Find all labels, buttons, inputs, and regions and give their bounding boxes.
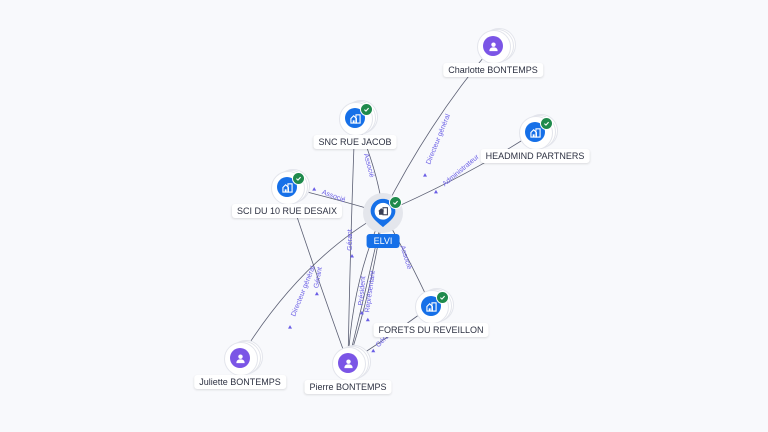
- edge-label: Directeur général: [425, 113, 452, 166]
- edge-direction-arrow: [350, 254, 354, 258]
- edge-label: Président: [358, 276, 368, 306]
- edge-label: Associé: [362, 153, 375, 179]
- building-icon: [378, 207, 388, 216]
- node-label: SNC RUE JACOB: [313, 135, 397, 149]
- edge-direction-arrow: [314, 291, 319, 296]
- building-icon: [421, 296, 441, 316]
- person-icon: [338, 353, 358, 373]
- person-icon: [230, 348, 250, 368]
- building-icon: [349, 113, 361, 124]
- person-icon: [488, 41, 498, 51]
- edge-label: Associé: [321, 189, 347, 204]
- building-icon: [425, 301, 437, 312]
- edge-label: Associé: [398, 245, 412, 271]
- main-node-label: ELVI: [366, 234, 400, 248]
- building-icon: [525, 122, 545, 142]
- verified-check-icon: [389, 196, 402, 209]
- node-label: Charlotte BONTEMPS: [443, 63, 543, 77]
- node-halo: [332, 347, 366, 381]
- person-icon: [235, 353, 245, 363]
- edge-direction-arrow: [359, 310, 364, 315]
- edge-label: Gérant: [313, 267, 324, 289]
- building-icon: [345, 108, 365, 128]
- edge-label: Directeur général: [290, 265, 317, 318]
- edge-direction-arrow: [365, 317, 370, 322]
- edge-direction-arrow: [433, 189, 438, 194]
- node-label: HEADMIND PARTNERS: [480, 149, 590, 163]
- relationship-edge[interactable]: [382, 131, 536, 214]
- verified-check-icon: [436, 291, 449, 304]
- edge-direction-arrow: [312, 187, 317, 191]
- node-label: FORETS DU REVEILLON: [373, 323, 489, 337]
- edge-label: Administrateur: [441, 153, 481, 188]
- person-icon: [483, 36, 503, 56]
- edge-direction-arrow: [288, 325, 293, 329]
- relationship-edge[interactable]: [347, 117, 356, 364]
- node-label: SCI DU 10 RUE DESAIX: [231, 204, 343, 218]
- verified-check-icon: [360, 103, 373, 116]
- edge-direction-arrow: [423, 173, 428, 177]
- verified-check-icon: [540, 117, 553, 130]
- edge-direction-arrow: [371, 348, 376, 353]
- relationship-edge[interactable]: [239, 212, 384, 359]
- person-icon: [343, 358, 353, 368]
- edge-label: Gérant: [347, 229, 354, 250]
- node-label: Juliette BONTEMPS: [194, 375, 286, 389]
- verified-check-icon: [292, 172, 305, 185]
- building-icon: [277, 177, 297, 197]
- building-icon: [281, 182, 293, 193]
- building-icon: [529, 127, 541, 138]
- node-label: Pierre BONTEMPS: [304, 380, 392, 394]
